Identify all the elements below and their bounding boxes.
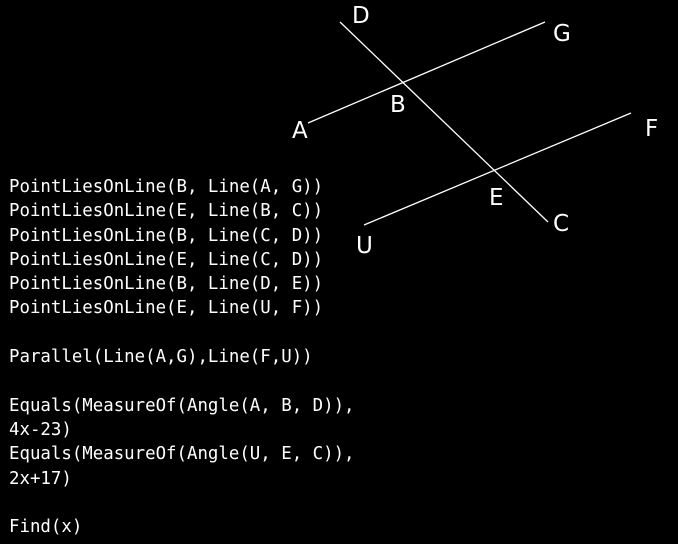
angle-equation-line: 2x+17)	[9, 468, 72, 489]
parallel-constraint: Parallel(Line(A,G),Line(F,U))	[9, 347, 313, 368]
constraint-line: PointLiesOnLine(B, Line(C, D))	[9, 225, 324, 246]
angle-equation-line: 4x-23)	[9, 419, 72, 440]
point-label-f: F	[645, 116, 658, 142]
line-uf	[363, 112, 632, 226]
point-label-g: G	[553, 21, 571, 47]
find-goal: Find(x)	[9, 517, 83, 538]
point-label-e: E	[489, 185, 504, 211]
point-label-u: U	[356, 233, 373, 259]
point-label-b: B	[390, 92, 406, 118]
blank-line	[9, 491, 355, 515]
point-label-a: A	[292, 118, 308, 144]
constraint-line: PointLiesOnLine(B, Line(D, E))	[9, 274, 324, 295]
line-dc	[339, 21, 549, 223]
blank-line	[9, 321, 355, 345]
angle-equation-line: Equals(MeasureOf(Angle(U, E, C)),	[9, 444, 355, 465]
constraint-line: PointLiesOnLine(E, Line(B, C))	[9, 201, 324, 222]
constraint-line: PointLiesOnLine(E, Line(C, D))	[9, 249, 324, 270]
blank-line	[9, 369, 355, 393]
angle-equation-line: Equals(MeasureOf(Angle(A, B, D)),	[9, 395, 355, 416]
line-ag	[307, 21, 546, 124]
constraint-line: PointLiesOnLine(B, Line(A, G))	[9, 177, 324, 197]
problem-statement: PointLiesOnLine(B, Line(A, G)) PointLies…	[9, 175, 355, 539]
constraint-line: PointLiesOnLine(E, Line(U, F))	[9, 298, 324, 319]
point-label-c: C	[553, 211, 569, 237]
point-label-d: D	[352, 3, 370, 29]
